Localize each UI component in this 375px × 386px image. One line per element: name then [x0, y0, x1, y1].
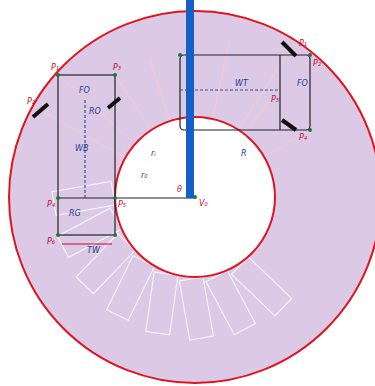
point-label: P₆ [46, 238, 56, 246]
dimension-label: WT [234, 80, 249, 88]
dimension-label: RG [68, 210, 82, 218]
dimension-label: WB [74, 145, 89, 153]
point-label: P₅ [117, 201, 127, 209]
point-label: P₁ [298, 40, 308, 48]
point-label: P₄ [298, 134, 308, 142]
reference-bar [186, 0, 194, 198]
inner-circle [115, 117, 275, 277]
vehicle-left [58, 75, 195, 244]
corner-points [56, 53, 312, 237]
dimension-label: FO [296, 80, 309, 88]
dimension-label: r₀ [140, 172, 149, 180]
point-label: P₂ [26, 98, 36, 106]
dimension-label: R [240, 150, 248, 158]
vehicle-right [180, 55, 310, 130]
dimension-label: V₀ [198, 200, 209, 208]
dimension-label: rᵢ [150, 150, 157, 158]
point-label: P₃ [270, 96, 280, 104]
dimension-label: RO [88, 108, 102, 116]
point-label: P₄ [46, 201, 56, 209]
point-label: P₂ [312, 60, 322, 68]
point-label: P₁ [50, 64, 60, 72]
dimension-label: TW [86, 247, 101, 255]
dimension-label: FO [78, 87, 91, 95]
dimension-label: θ [176, 186, 183, 194]
wheel-marks [33, 42, 296, 130]
point-label: P₃ [112, 64, 122, 72]
